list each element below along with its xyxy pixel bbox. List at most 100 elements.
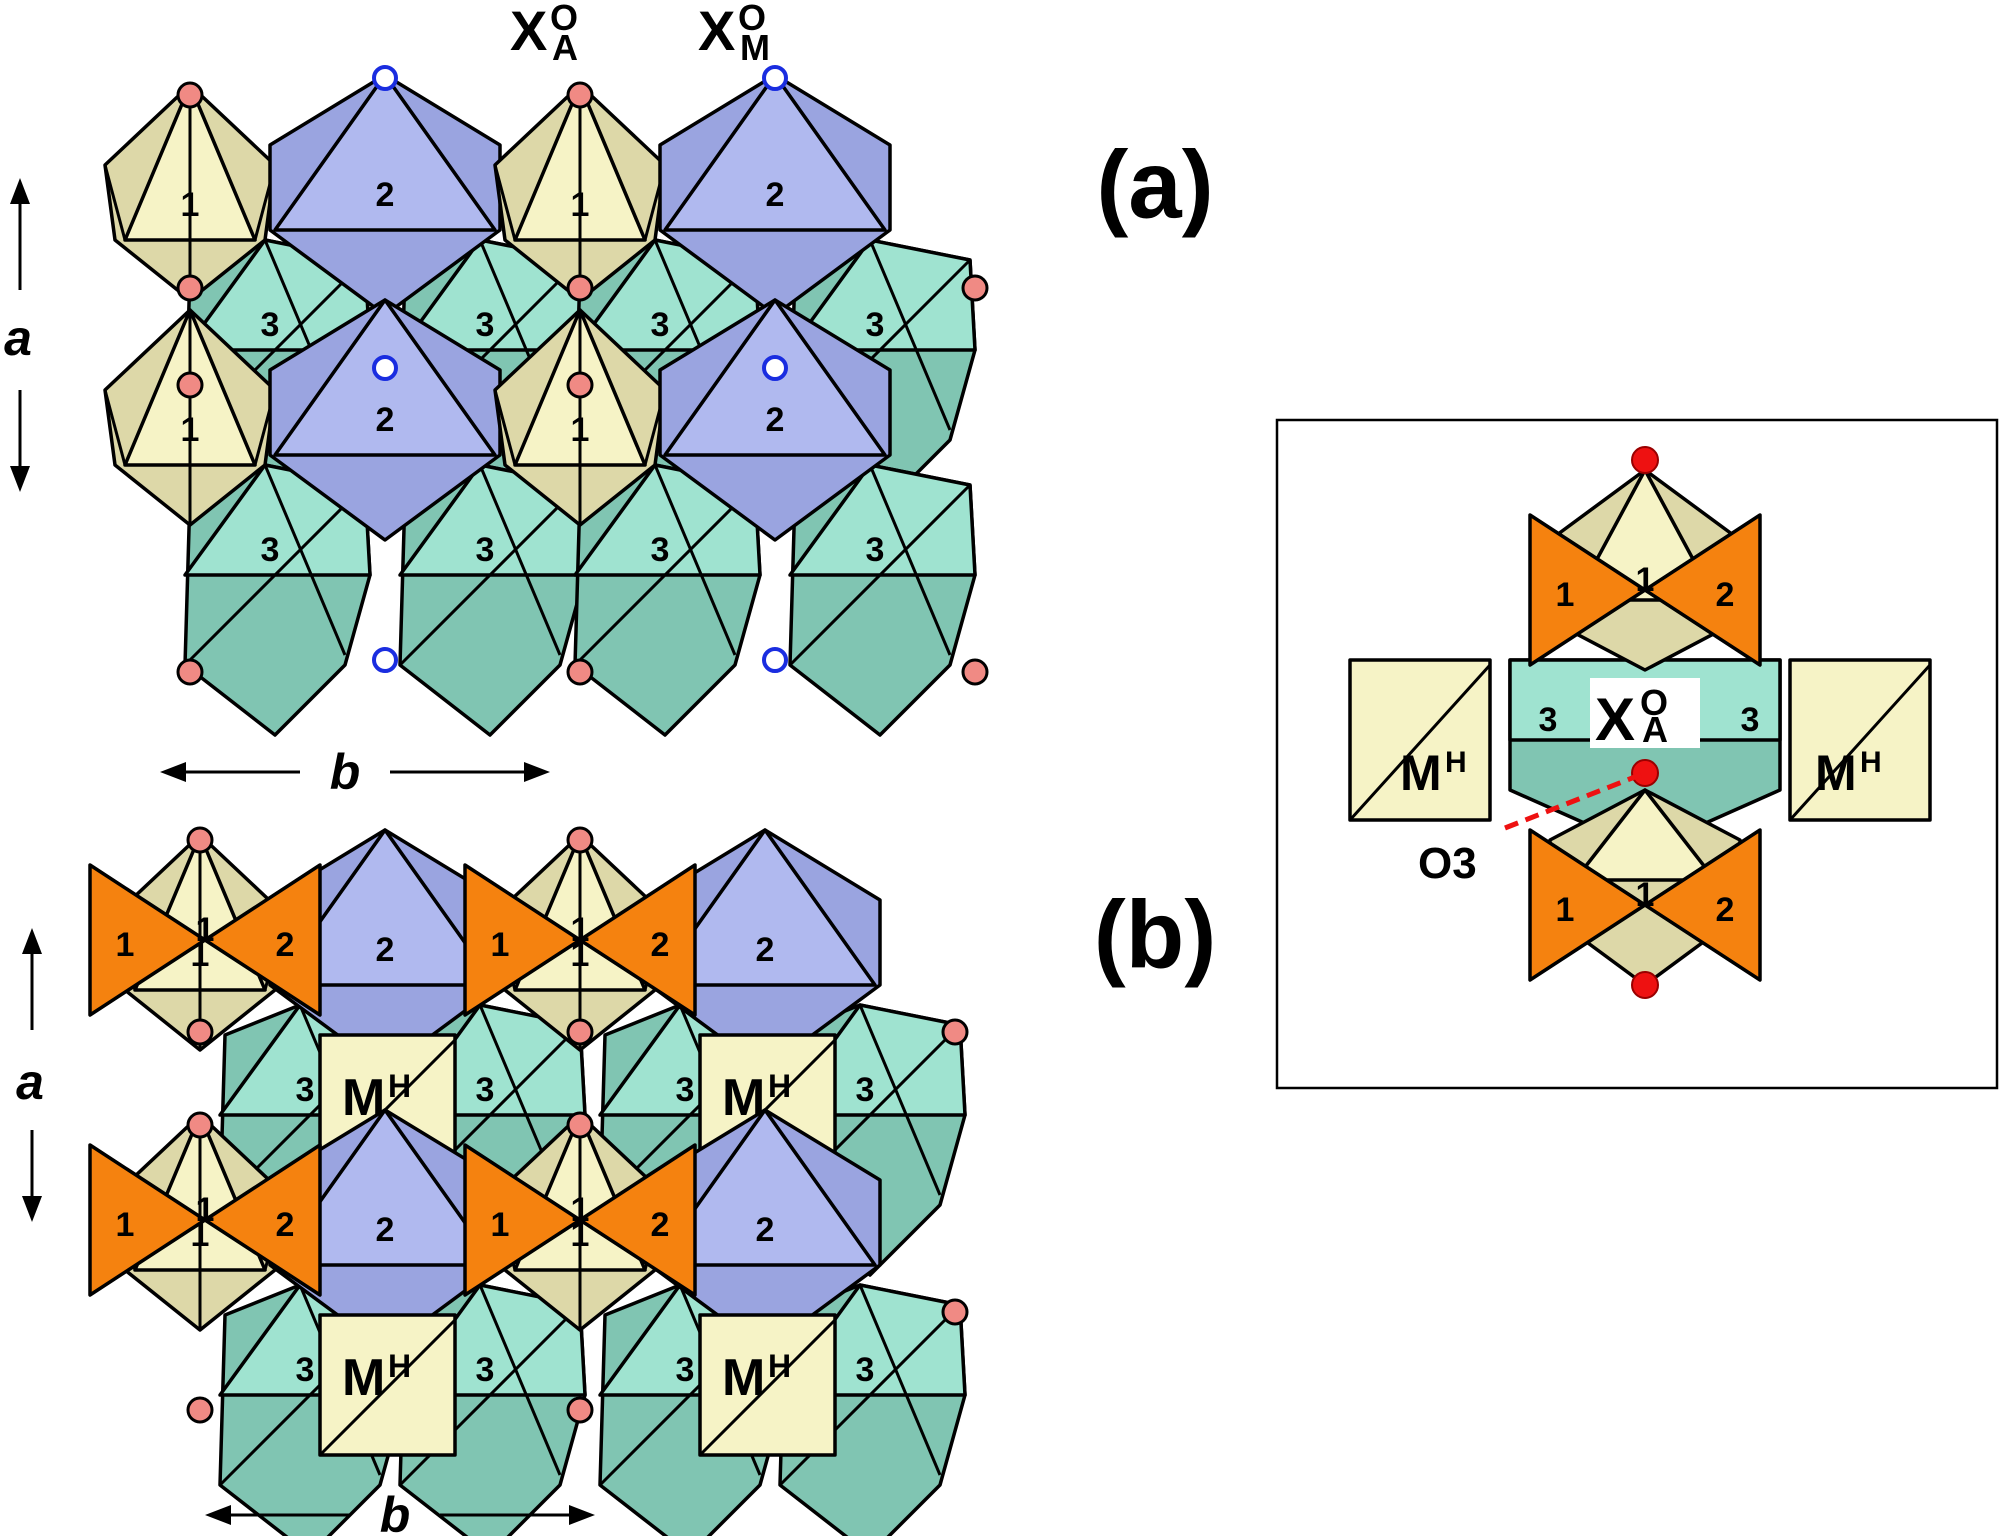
mh-site-square — [318, 1313, 457, 1457]
edge-line — [1348, 663, 1492, 822]
inset-site1-bottom-face — [1573, 788, 1717, 882]
tetrahedron-pair-tet1-number: 1 — [116, 1206, 135, 1244]
edge-line — [858, 1284, 942, 1476]
edge-line — [773, 74, 887, 231]
svg-text:M: M — [740, 27, 770, 68]
open-site-atom — [762, 355, 788, 381]
site2-octahedron-number: 2 — [376, 176, 395, 214]
tetrahedron-pair-center-number: 1 — [196, 1191, 215, 1229]
tetrahedron-pair-tet2-number: 2 — [651, 926, 670, 964]
site3-octahedron-number: 3 — [676, 1351, 695, 1389]
edge-line — [698, 1318, 837, 1457]
site3-octahedron-number: 3 — [651, 306, 670, 344]
oxygen-atom-highlight — [1631, 446, 1659, 474]
oxygen-atom — [961, 274, 989, 302]
site2-octahedron-number: 2 — [766, 401, 785, 439]
inset-xoa-label-sup: O — [1640, 682, 1668, 723]
mh-site-label-sup: H — [388, 1068, 411, 1104]
site3-octahedron-number: 3 — [651, 531, 670, 569]
inset-label-backdrop — [1590, 678, 1700, 748]
axis-a-label-panel-a: a — [4, 310, 32, 366]
edge-line — [493, 164, 517, 241]
edge-line — [493, 389, 517, 466]
site3-octahedron-number: 3 — [856, 1071, 875, 1109]
tetrahedron-pair-tet1-number: 1 — [491, 926, 510, 964]
site3-octahedron-number: 3 — [676, 1071, 695, 1109]
site3-octahedron-number: 3 — [866, 306, 885, 344]
svg-text:O: O — [550, 0, 578, 38]
tetrahedron-pair-tet2-number: 2 — [651, 1206, 670, 1244]
site1-octahedron-number: 1 — [181, 186, 200, 224]
xo-a-header-label: X O A — [510, 0, 578, 68]
mh-site-label: M — [722, 1349, 765, 1407]
axis-b-arrow-panel-a — [160, 762, 550, 782]
site1-octahedron-number: 1 — [571, 936, 590, 974]
axis-a-label-panel-b: a — [16, 1054, 44, 1110]
axis-a-arrow-panel-b — [22, 928, 42, 1222]
edge-line — [763, 1109, 877, 1266]
edge-line — [89, 1143, 321, 1297]
inset-tetrahedron-pair-bottom-tet1-number: 1 — [1556, 891, 1575, 929]
edge-line — [1529, 513, 1761, 667]
oxygen-atom — [186, 826, 214, 854]
oxygen-atom-highlight — [1631, 759, 1659, 787]
inset-tetrahedron-pair-top-center-number: 1 — [1636, 561, 1655, 599]
oxygen-atom — [186, 1018, 214, 1046]
edge-line — [763, 829, 877, 986]
edge-line — [103, 389, 127, 466]
oxygen-atom — [961, 658, 989, 686]
tetrahedron-pair-tet2-number: 2 — [276, 1206, 295, 1244]
mh-site-label-sup: H — [768, 1068, 791, 1104]
oxygen-atom — [186, 1111, 214, 1139]
oxygen-atom — [566, 81, 594, 109]
oxygen-atom — [566, 1111, 594, 1139]
axis-b-label-panel-b: b — [380, 1487, 411, 1536]
oxygen-atom — [566, 1018, 594, 1046]
site3-octahedron-number: 3 — [476, 306, 495, 344]
site3-octahedron-number: 3 — [866, 531, 885, 569]
oxygen-atom — [941, 1298, 969, 1326]
inset-tetrahedron-pair-bottom-tet2-number: 2 — [1716, 891, 1735, 929]
svg-text:X: X — [510, 0, 547, 62]
site2-octahedron-number: 2 — [756, 1211, 775, 1249]
inset-mh-label-sup: H — [1445, 746, 1467, 779]
mh-site-label-sup: H — [768, 1348, 791, 1384]
oxygen-atom — [566, 826, 594, 854]
inset-mh-label: M — [1400, 745, 1442, 801]
edge-line — [89, 863, 321, 1017]
site1-octahedron-number: 1 — [571, 411, 590, 449]
site1-octahedron-number: 1 — [571, 186, 590, 224]
tetrahedron-pair-center-number: 1 — [196, 911, 215, 949]
o3-dashed-bond — [1504, 770, 1646, 831]
site3-octahedron-number: 3 — [476, 531, 495, 569]
svg-text:A: A — [552, 27, 578, 68]
site3-octahedron-number: 3 — [261, 531, 280, 569]
edge-line — [653, 464, 737, 656]
inset-mh-label: M — [1815, 745, 1857, 801]
tetrahedron-pair-tet2-number: 2 — [276, 926, 295, 964]
mh-site-label: M — [342, 1349, 385, 1407]
site3-octahedron-number: 3 — [476, 1071, 495, 1109]
site2-octahedron-number: 2 — [766, 176, 785, 214]
oxygen-atom — [176, 371, 204, 399]
oxygen-atom — [566, 658, 594, 686]
inset-site3-left-number: 3 — [1539, 701, 1558, 739]
inset-tetrahedron-pair-top-tet2-number: 2 — [1716, 576, 1735, 614]
axis-b-label-panel-a: b — [330, 744, 361, 800]
site3-octahedron-number: 3 — [261, 306, 280, 344]
site3-octahedron-number: 3 — [296, 1071, 315, 1109]
oxygen-atom — [186, 1396, 214, 1424]
edge-line — [273, 74, 387, 231]
edge-line — [273, 299, 387, 456]
edge-line — [858, 1004, 942, 1196]
inset-xoa-label: X — [1595, 686, 1635, 753]
open-site-atom — [372, 647, 398, 673]
site2-octahedron-number: 2 — [376, 401, 395, 439]
inset-xoa-label-sub: A — [1642, 709, 1668, 750]
open-site-atom — [762, 647, 788, 673]
edge-line — [868, 464, 952, 656]
open-site-atom — [762, 65, 788, 91]
